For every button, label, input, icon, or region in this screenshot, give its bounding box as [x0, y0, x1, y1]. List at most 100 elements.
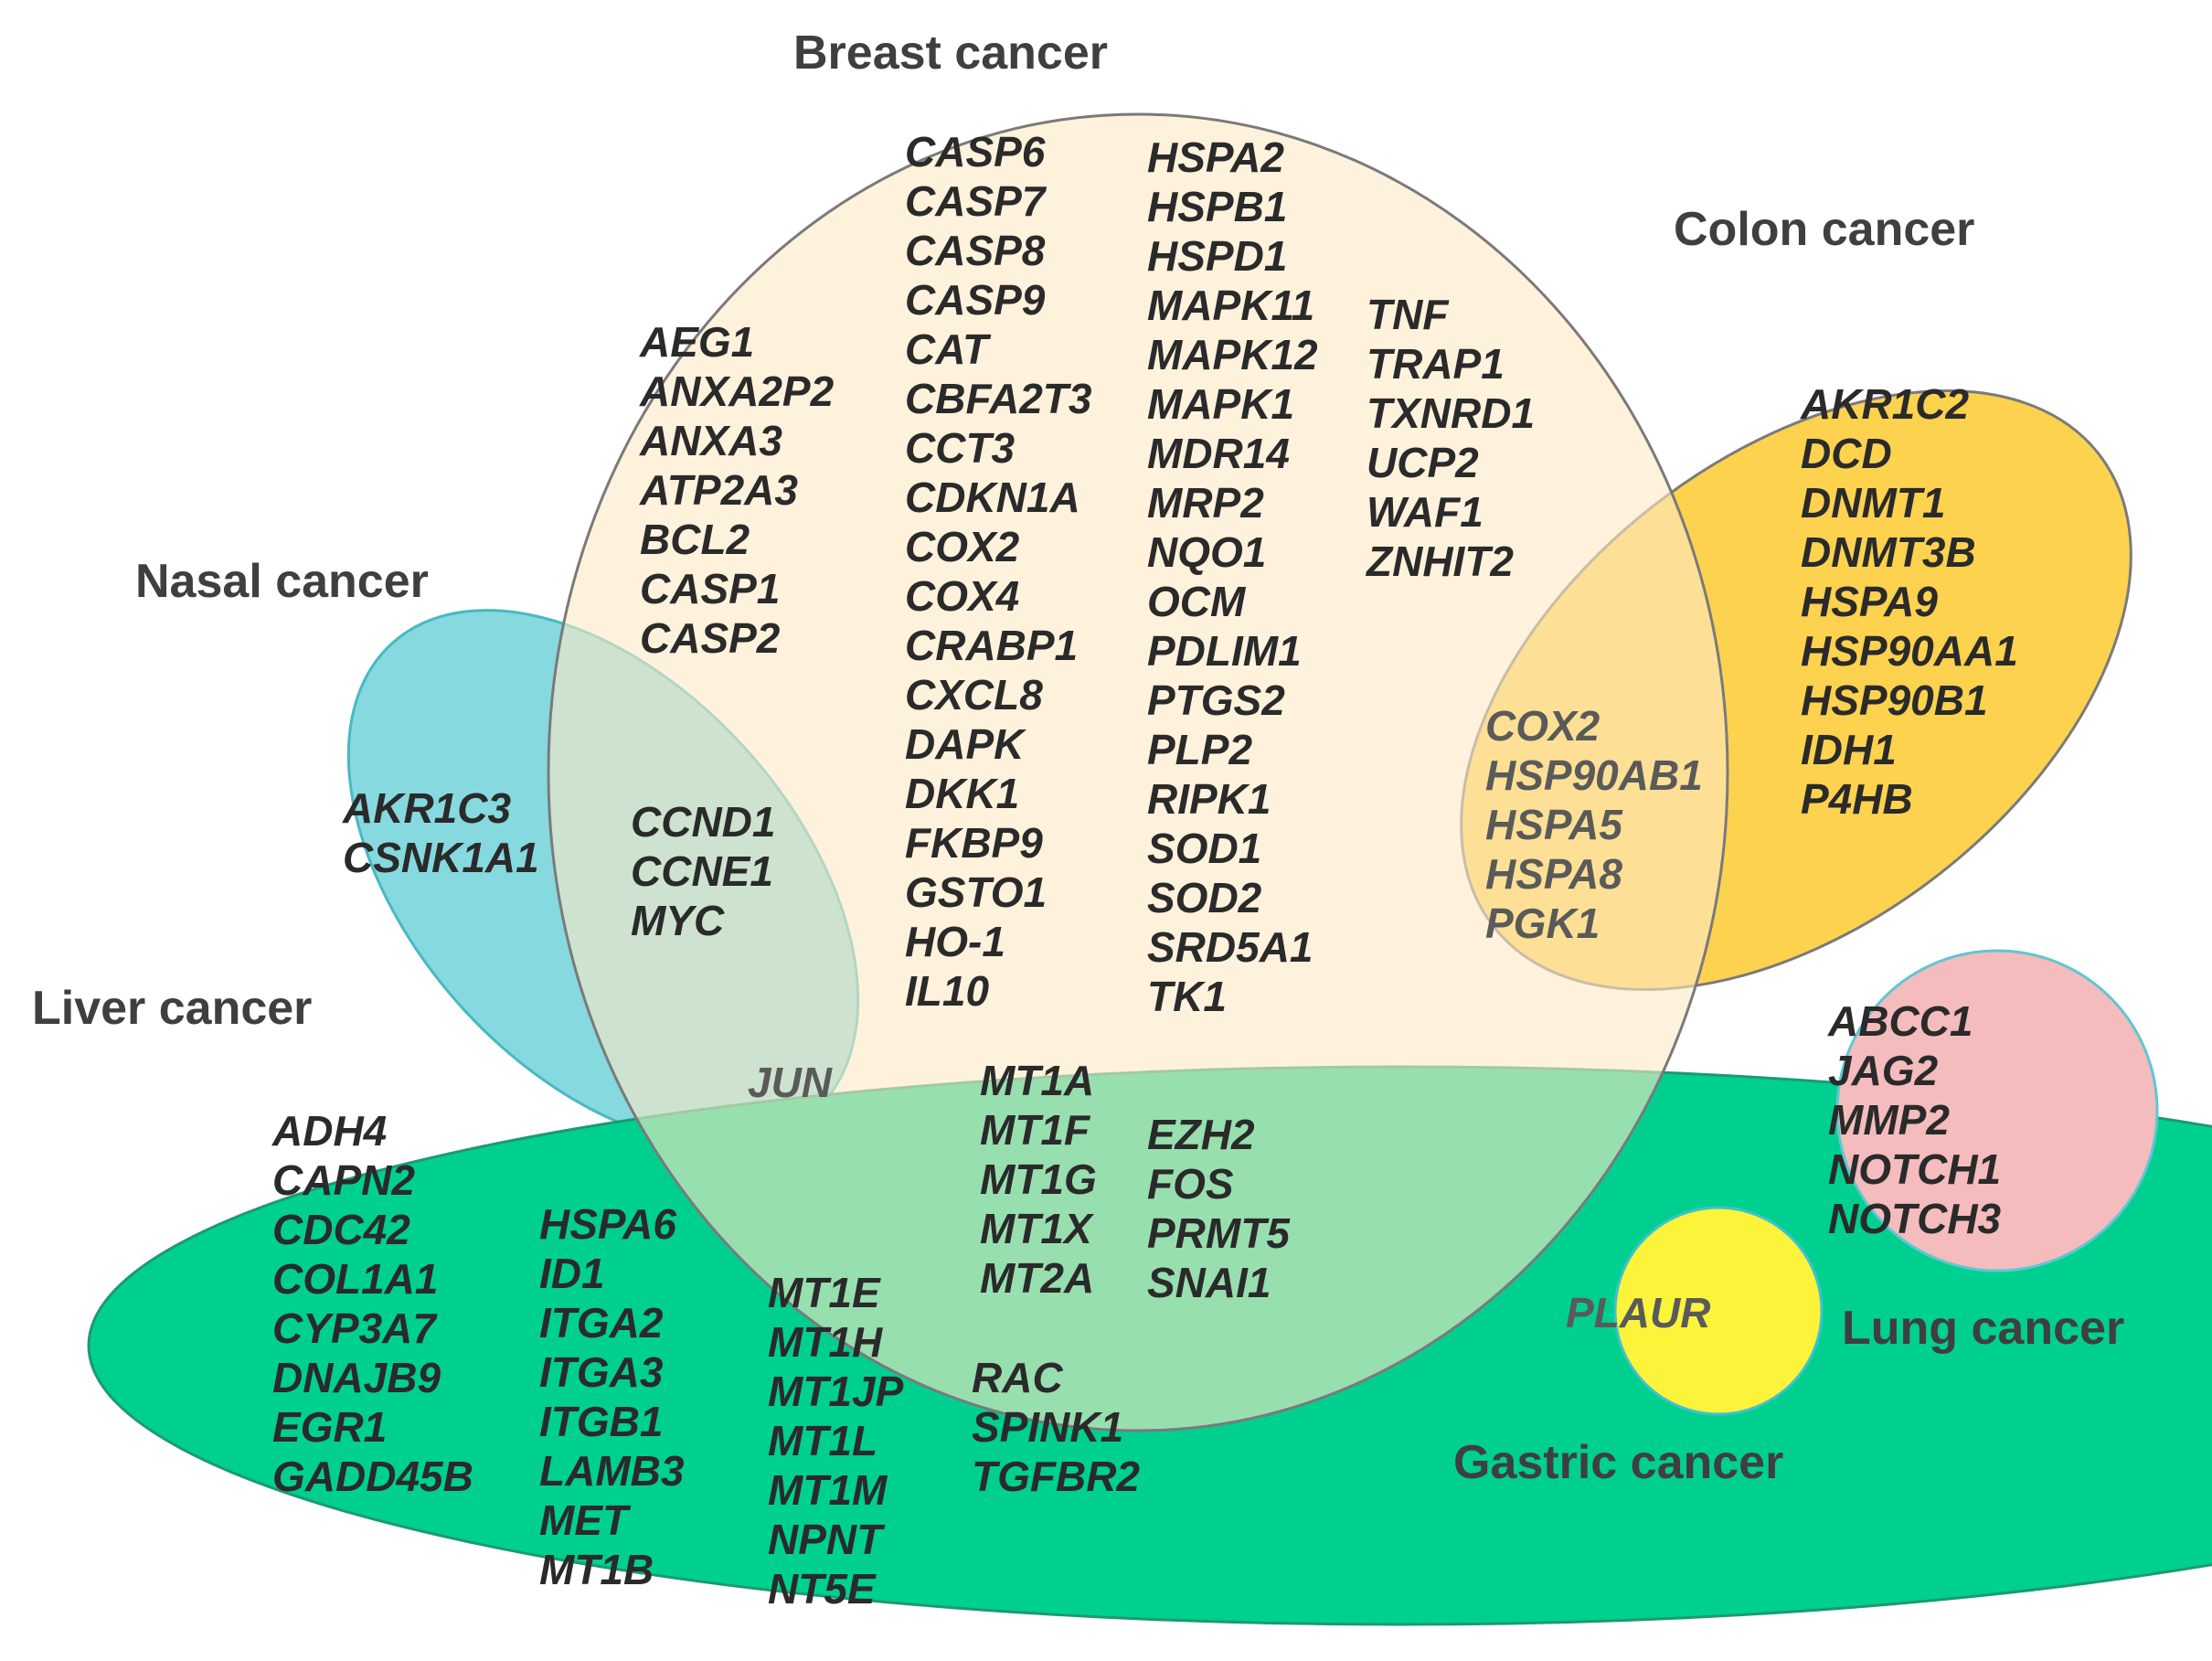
lung-cancer-set — [1835, 949, 2159, 1272]
gene-label: CCT3 — [905, 424, 1016, 472]
gene-label: CCNE1 — [631, 847, 773, 895]
gene-label: MT1JP — [768, 1368, 904, 1415]
gene-label: CASP2 — [640, 614, 781, 662]
gene-label: CASP1 — [640, 565, 780, 612]
gene-label: MT1L — [768, 1417, 877, 1464]
gene-label: CYP3A7 — [272, 1304, 438, 1352]
gene-label: CASP8 — [905, 227, 1046, 274]
gene-label: DKK1 — [905, 770, 1019, 817]
gene-label: CASP6 — [905, 128, 1046, 176]
gene-label: CAPN2 — [272, 1156, 415, 1204]
colon-cancer-label: Colon cancer — [1674, 203, 1974, 256]
gene-label: MAPK12 — [1147, 331, 1318, 378]
gene-label: COX4 — [905, 572, 1019, 620]
lung-cancer-label: Lung cancer — [1842, 1302, 2124, 1355]
gene-label: NOTCH1 — [1828, 1145, 2001, 1193]
gene-label: ANXA3 — [639, 417, 782, 464]
gene-label: IL10 — [905, 967, 989, 1015]
gene-label: MT1A — [980, 1057, 1094, 1104]
gene-label: CCND1 — [631, 798, 775, 846]
region-gastric-only: PLAUR — [1566, 1289, 1710, 1336]
gastric-cancer-label: Gastric cancer — [1453, 1436, 1783, 1489]
gene-label: CBFA2T3 — [905, 375, 1092, 422]
gene-label: CAT — [905, 325, 992, 373]
gene-label: HSPA2 — [1147, 133, 1284, 181]
gene-label: HSP90AA1 — [1801, 627, 2018, 675]
gene-label: MT2A — [980, 1254, 1094, 1302]
gene-label: HSPA5 — [1485, 801, 1623, 848]
gene-label: MMP2 — [1828, 1096, 1950, 1144]
gene-label: MT1G — [980, 1155, 1097, 1203]
gene-label: CDC42 — [272, 1206, 410, 1253]
gene-label: PDLIM1 — [1147, 627, 1302, 675]
gene-label: TNF — [1367, 291, 1450, 338]
gene-label: DNAJB9 — [272, 1354, 441, 1401]
gene-label: RAC — [972, 1354, 1063, 1401]
gene-label: MT1E — [768, 1269, 881, 1316]
gene-label: PLAUR — [1566, 1289, 1710, 1336]
gene-label: DAPK — [905, 720, 1026, 768]
gene-label: BCL2 — [640, 516, 750, 563]
gene-label: MT1X — [980, 1205, 1094, 1252]
region-breast-b: CASP6CASP7CASP8CASP9CATCBFA2T3CCT3CDKN1A… — [905, 128, 1092, 1015]
gene-label: PLP2 — [1147, 726, 1252, 773]
gene-label: MRP2 — [1147, 479, 1264, 527]
gene-label: CXCL8 — [905, 671, 1043, 719]
gastric-cancer-set — [1613, 1206, 1824, 1416]
gene-label: HSPA6 — [539, 1200, 676, 1248]
gene-label: ITGA3 — [539, 1348, 664, 1396]
gene-label: CRABP1 — [905, 622, 1078, 669]
gene-label: HSPD1 — [1147, 232, 1287, 280]
gene-label: CASP9 — [905, 276, 1046, 324]
gene-label: AKR1C3 — [342, 784, 511, 832]
nasal-cancer-label: Nasal cancer — [135, 555, 429, 608]
gene-label: JUN — [748, 1059, 833, 1106]
gene-label: HO-1 — [905, 918, 1005, 965]
region-breast-c: HSPA2HSPB1HSPD1MAPK11MAPK12MAPK1MDR14MRP… — [1147, 133, 1318, 1020]
gene-label: FOS — [1147, 1160, 1234, 1208]
gene-label: PTGS2 — [1147, 676, 1285, 724]
gene-label: ADH4 — [271, 1107, 387, 1155]
gene-label: MT1B — [539, 1546, 654, 1593]
gene-label: CDKN1A — [905, 474, 1080, 521]
gene-label: UCP2 — [1367, 439, 1479, 486]
gene-label: ID1 — [539, 1250, 605, 1297]
gene-label: ITGB1 — [539, 1398, 663, 1445]
gene-label: SPINK1 — [972, 1403, 1123, 1451]
gene-label: MDR14 — [1147, 430, 1290, 477]
gene-label: COL1A1 — [272, 1255, 438, 1303]
gene-label: OCM — [1147, 578, 1247, 625]
gene-label: ABCC1 — [1827, 997, 1973, 1045]
gene-label: NQO1 — [1147, 528, 1266, 576]
gene-label: TRAP1 — [1367, 340, 1505, 388]
gene-label: GSTO1 — [905, 868, 1047, 916]
gene-label: SRD5A1 — [1147, 923, 1313, 971]
liver-cancer-label: Liver cancer — [32, 982, 312, 1035]
gene-label: HSP90B1 — [1801, 676, 1988, 724]
gene-label: MT1H — [768, 1318, 883, 1366]
gene-label: DNMT3B — [1801, 528, 1976, 576]
gene-label: NOTCH3 — [1828, 1195, 2002, 1242]
breast-cancer-label: Breast cancer — [793, 27, 1108, 80]
gene-label: MT1M — [768, 1466, 888, 1514]
gene-label: PGK1 — [1485, 900, 1600, 947]
gene-label: CASP7 — [905, 177, 1048, 225]
gene-label: PRMT5 — [1147, 1209, 1291, 1257]
gene-label: COX2 — [905, 523, 1020, 570]
gene-label: NPNT — [768, 1516, 886, 1563]
gene-label: JAG2 — [1828, 1047, 1939, 1094]
gene-label: ANXA2P2 — [639, 367, 835, 415]
gene-label: LAMB3 — [539, 1447, 685, 1495]
gene-label: HSPB1 — [1147, 183, 1287, 230]
gene-label: HSPA8 — [1485, 850, 1622, 898]
gene-label: IDH1 — [1801, 726, 1897, 773]
gene-label: MT1F — [980, 1106, 1091, 1154]
gene-label: TGFBR2 — [972, 1453, 1140, 1500]
